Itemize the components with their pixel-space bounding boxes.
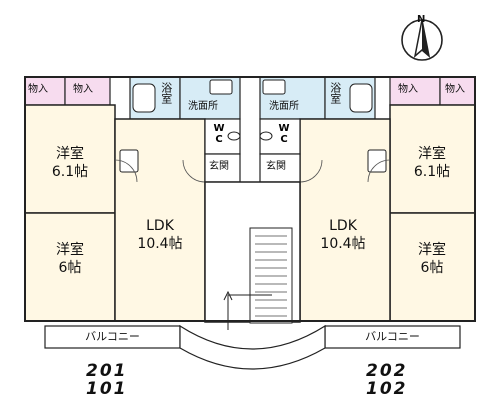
- unit-number-right-lower: 102: [366, 379, 408, 399]
- storage-1-area: [389, 76, 441, 106]
- balcony-label: バルコニー: [85, 330, 140, 343]
- ldk-size: 10.4帖: [137, 235, 183, 252]
- room-upper-name: 洋室: [56, 146, 84, 162]
- ldk-name: LDK: [329, 218, 357, 234]
- central-stair: [179, 181, 326, 370]
- room-upper-name: 洋室: [418, 146, 446, 162]
- room-upper-area: [24, 104, 116, 214]
- room-lower-area: [24, 212, 116, 322]
- room-lower-size: 6帖: [58, 259, 82, 276]
- entry-label: 玄関: [209, 161, 229, 172]
- storage-2-label: 物入: [445, 84, 465, 95]
- storage-1-label: 物入: [28, 84, 48, 95]
- room-lower-name: 洋室: [56, 242, 84, 258]
- entry-label: 玄関: [266, 161, 286, 172]
- bath-label: 浴室: [328, 82, 342, 104]
- room-upper-size: 6.1帖: [51, 163, 89, 180]
- ldk-size: 10.4帖: [320, 235, 366, 252]
- room-lower-name: 洋室: [418, 242, 446, 258]
- unit-right-plan: [259, 76, 476, 349]
- kitchen-sink: [367, 149, 387, 173]
- entry-area: [204, 153, 241, 183]
- unit-number-left-lower: 101: [86, 379, 128, 399]
- washbasin: [209, 79, 233, 95]
- storage-2-label: 物入: [73, 84, 93, 95]
- room-lower: 洋室 6帖: [40, 242, 100, 277]
- room-lower: 洋室 6帖: [402, 242, 462, 277]
- ldk: LDK 10.4帖: [308, 218, 378, 253]
- ldk-name: LDK: [146, 218, 174, 234]
- toilet: [227, 131, 241, 141]
- bath-label: 浴室: [159, 82, 173, 104]
- washroom-label: 洗面所: [269, 101, 299, 112]
- washroom-label: 洗面所: [188, 101, 218, 112]
- toilet: [259, 131, 273, 141]
- storage-2-area: [64, 76, 111, 106]
- wc-label: W C: [213, 123, 225, 145]
- compass-icon: [401, 19, 443, 61]
- room-upper-area: [389, 104, 476, 214]
- wc-label: W C: [278, 123, 290, 145]
- bathtub: [132, 83, 156, 113]
- washbasin: [262, 79, 286, 95]
- room-upper: 洋室 6.1帖: [40, 146, 100, 181]
- north-label: N: [417, 14, 426, 25]
- unit-left-plan: [24, 76, 241, 349]
- storage-1-label: 物入: [398, 84, 418, 95]
- ldk: LDK 10.4帖: [125, 218, 195, 253]
- balcony-label: バルコニー: [365, 330, 420, 343]
- unit-number-right-upper: 202: [366, 361, 408, 381]
- room-upper: 洋室 6.1帖: [402, 146, 462, 181]
- unit-number-left-upper: 201: [86, 361, 128, 381]
- room-upper-size: 6.1帖: [413, 163, 451, 180]
- kitchen-sink: [119, 149, 139, 173]
- room-lower-size: 6帖: [420, 259, 444, 276]
- entry-area: [259, 153, 301, 183]
- bathtub: [349, 83, 373, 113]
